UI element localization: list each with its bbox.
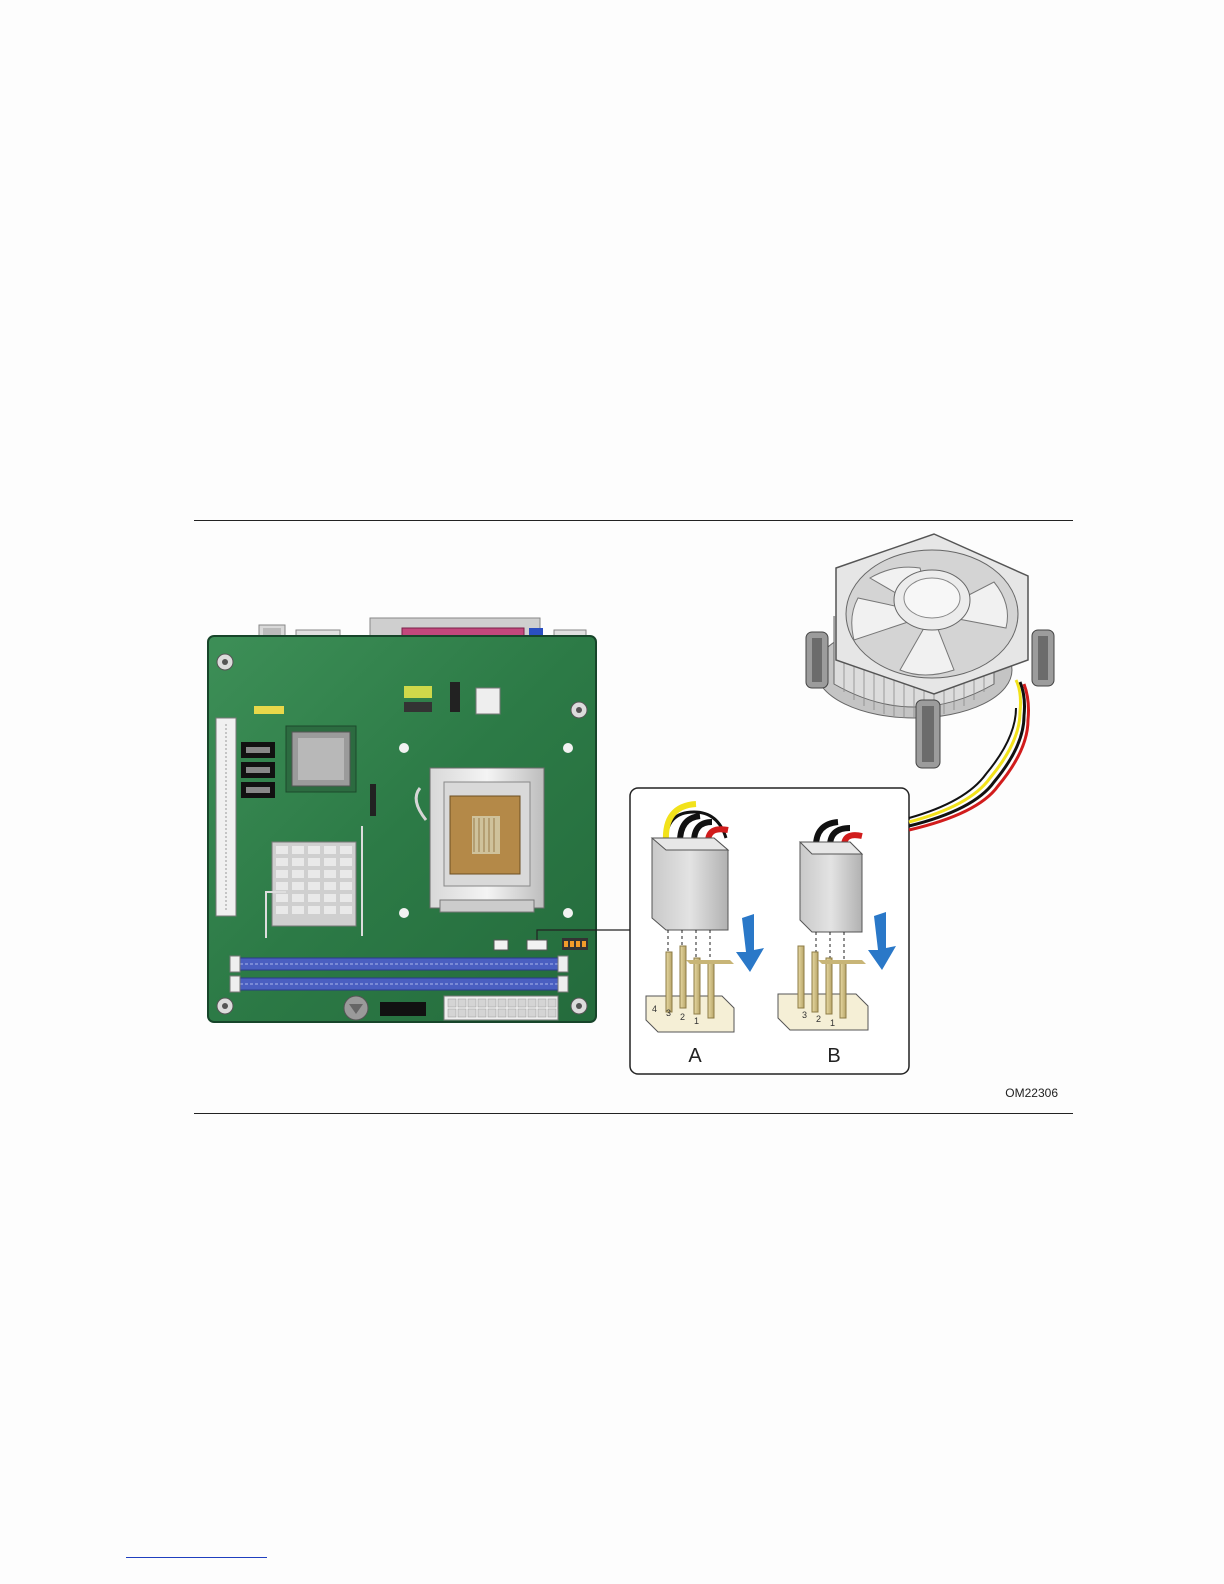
pin-number-a: 4 [652, 1004, 657, 1014]
figure-fan-connector: 4 3 2 1 A [194, 520, 1073, 1114]
processor-fan-heatsink-icon [806, 534, 1054, 830]
connector-a-label: A [688, 1045, 702, 1067]
pin-number-b: 1 [830, 1018, 835, 1028]
pin-number-b: 3 [802, 1010, 807, 1020]
bottom-rule [194, 1113, 1073, 1114]
pin-number-a: 3 [666, 1008, 671, 1018]
pin-number-b: 2 [816, 1014, 821, 1024]
pin-number-a: 1 [694, 1016, 699, 1026]
connector-b-label: B [827, 1045, 840, 1067]
motherboard-icon [208, 618, 596, 1022]
figure-id-label: OM22306 [1005, 1086, 1058, 1100]
footnote-separator [126, 1557, 267, 1558]
connector-inset: 4 3 2 1 A [630, 788, 909, 1074]
pin-number-a: 2 [680, 1012, 685, 1022]
